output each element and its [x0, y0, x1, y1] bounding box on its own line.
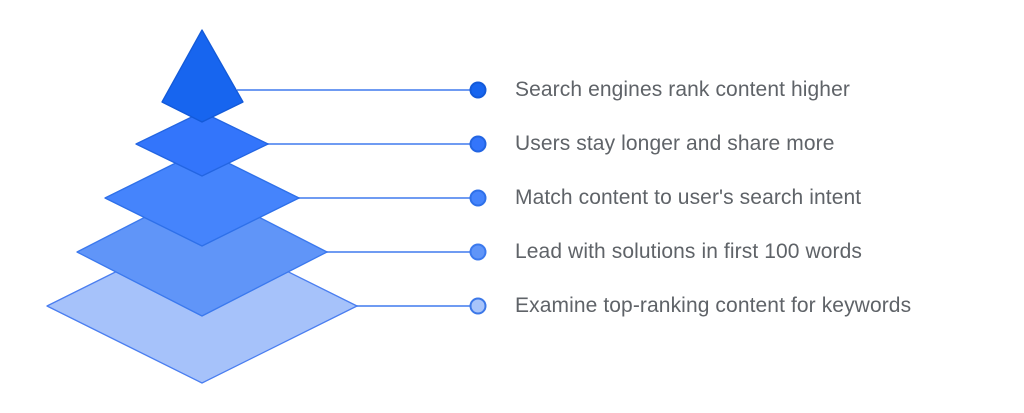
bullet-dot-1 — [469, 81, 487, 99]
level-5-label: Examine top-ranking content for keywords — [515, 294, 912, 317]
bullet-dot-3 — [469, 189, 487, 207]
bullet-dot-2 — [469, 135, 487, 153]
level-3-label: Match content to user's search intent — [515, 186, 862, 209]
level-4-label: Lead with solutions in first 100 words — [515, 240, 862, 263]
pyramid-level-3-shape — [104, 149, 300, 247]
level-1-label: Search engines rank content higher — [515, 78, 850, 101]
pyramid-level-1-shape — [161, 29, 244, 123]
bullet-dot-4 — [469, 243, 487, 261]
pyramid-level-2-shape — [135, 111, 269, 177]
bullet-dot-5 — [469, 297, 487, 315]
level-2-label: Users stay longer and share more — [515, 132, 835, 155]
